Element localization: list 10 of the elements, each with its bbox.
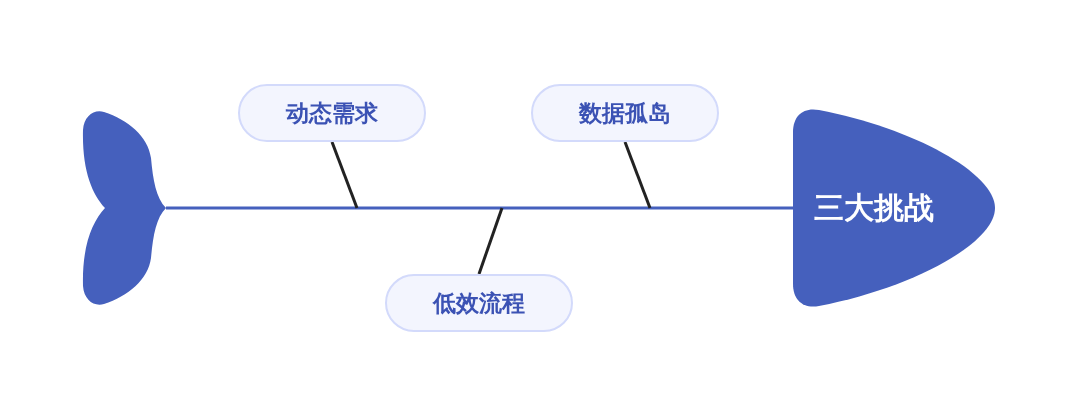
cause-box: 动态需求 bbox=[238, 84, 426, 142]
cause-box: 数据孤岛 bbox=[531, 84, 719, 142]
bone-line bbox=[330, 141, 359, 209]
spine-line bbox=[166, 206, 793, 210]
bone-line bbox=[477, 207, 504, 275]
fish-tail bbox=[80, 108, 166, 308]
bone-line bbox=[623, 141, 652, 209]
fish-head bbox=[793, 108, 995, 308]
effect-label: 三大挑战 bbox=[814, 188, 934, 227]
cause-box: 低效流程 bbox=[385, 274, 573, 332]
